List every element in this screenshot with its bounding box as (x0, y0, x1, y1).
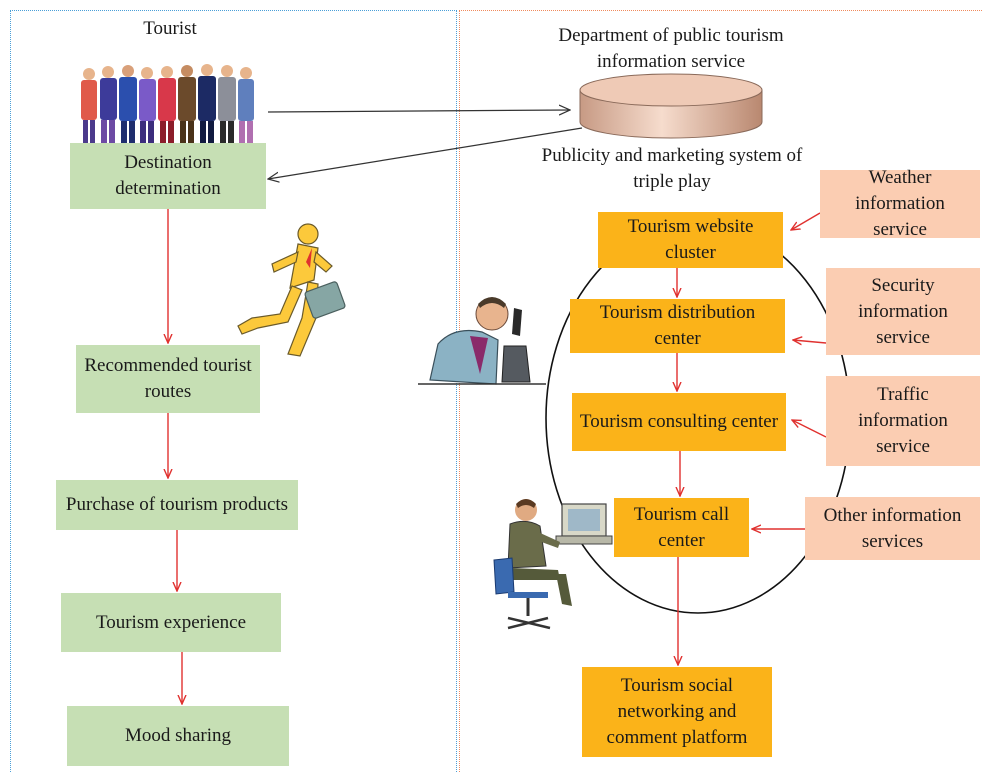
call-center-box: Tourism call center (614, 498, 749, 557)
distribution-center-box: Tourism distribution center (570, 299, 785, 353)
website-cluster-box: Tourism website cluster (598, 212, 783, 268)
tourism-experience-box: Tourism experience (61, 593, 281, 652)
recommended-routes-box: Recommended tourist routes (76, 345, 260, 413)
database-cylinder-icon (579, 73, 763, 139)
arrow-tourist-to-department (267, 110, 570, 112)
traffic-service-box: Traffic information service (826, 376, 980, 466)
man-on-telephone-icon (418, 297, 546, 385)
mood-sharing-box: Mood sharing (67, 706, 289, 766)
arrow-traffic (792, 420, 827, 438)
man-at-computer-icon (493, 499, 613, 630)
tourist-panel (10, 10, 457, 772)
purchase-products-box: Purchase of tourism products (56, 480, 298, 530)
arrow-weather (791, 212, 821, 230)
department-label: Department of public tourism information… (558, 25, 784, 72)
triple-play-label: Publicity and marketing system of triple… (541, 145, 803, 192)
weather-service-box: Weather information service (820, 167, 980, 240)
arrow-security (793, 340, 827, 343)
group-of-tourists-icon (81, 64, 254, 144)
arrow-department-to-destination (268, 127, 583, 179)
tourist-title: Tourist (143, 18, 197, 39)
service-panel (459, 10, 982, 772)
social-platform-box: Tourism social networking and comment pl… (582, 667, 772, 757)
security-service-box: Security information service (826, 268, 980, 355)
destination-determination-box: Destination determination (70, 143, 266, 209)
other-services-box: Other information services (805, 497, 980, 560)
running-businessman-icon (237, 223, 346, 357)
consulting-center-box: Tourism consulting center (572, 393, 786, 451)
